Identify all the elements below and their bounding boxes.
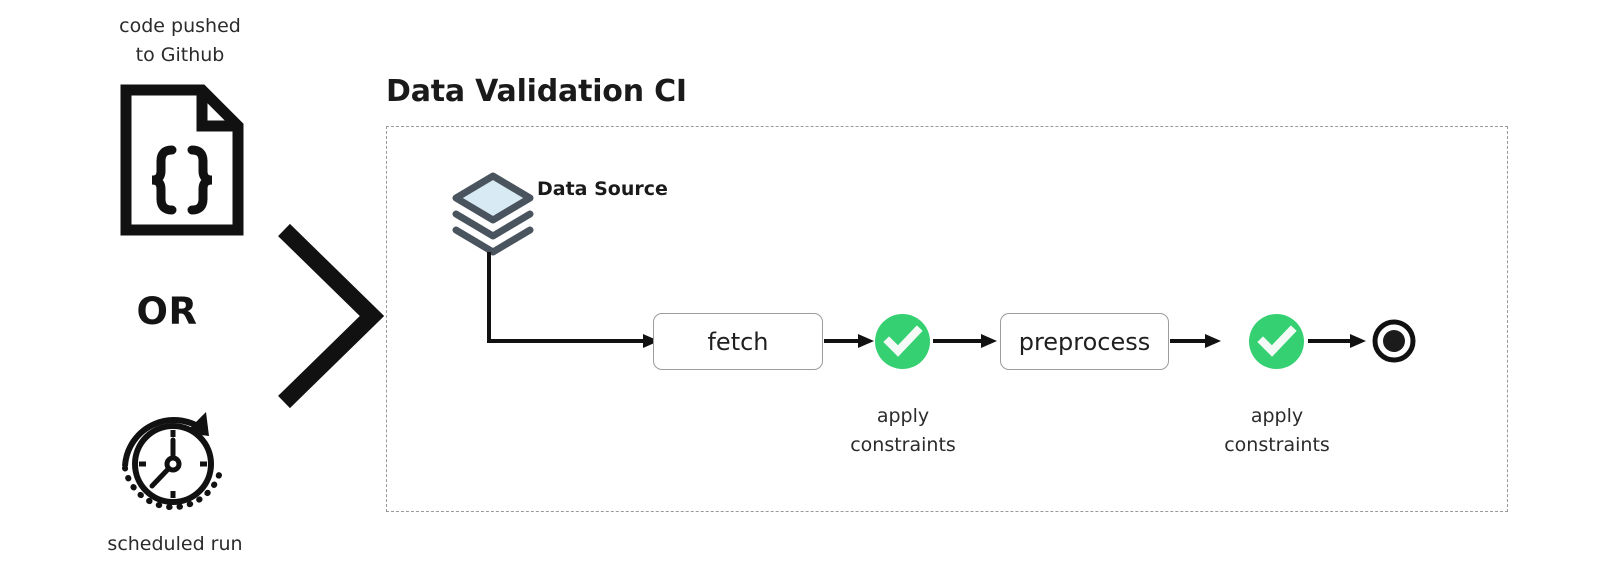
source-to-fetch-connector [470,248,680,358]
pipeline-panel [386,126,1508,512]
node-preprocess[interactable]: preprocess [1000,313,1169,370]
node-fetch[interactable]: fetch [653,313,823,370]
trigger-code-push-label: code pushed to Github [119,15,241,66]
arrow-fetch-to-check-1 [824,329,874,353]
end-state-icon [1371,318,1417,364]
chevron-right-icon [272,220,385,412]
arrow-check-2-to-end [1308,329,1366,353]
arrow-preprocess-to-check-2 [1170,329,1221,353]
layers-stack-icon [450,172,536,258]
data-source-label: Data Source [537,178,668,200]
check-circle-icon-1[interactable] [875,314,930,369]
json-file-icon [120,84,244,236]
check-circle-icon-2[interactable] [1249,314,1304,369]
arrow-check-1-to-preprocess [933,329,997,353]
trigger-scheduled-run-label: scheduled run [107,533,243,555]
check-caption-1: apply constraints [850,405,956,456]
check-caption-2: apply constraints [1224,405,1330,456]
page-title: Data Validation CI [386,74,687,109]
or-label: OR [136,290,198,333]
clock-refresh-icon [110,406,236,524]
